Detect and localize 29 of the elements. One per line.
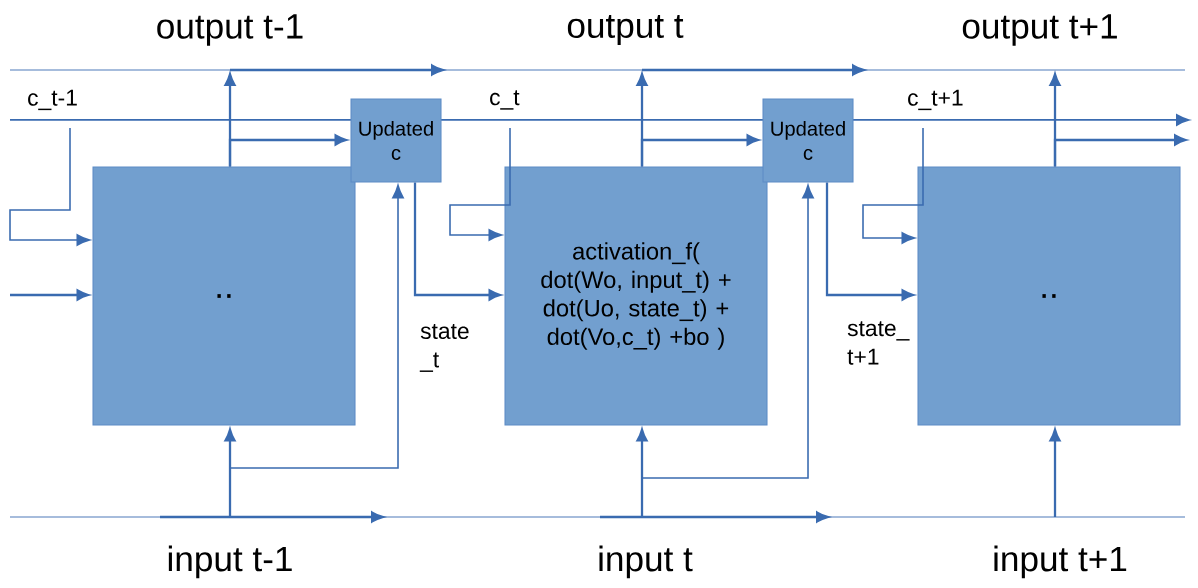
input-label: input t — [599, 545, 693, 579]
cell-state-label: c_t-1 — [28, 89, 77, 111]
output-label: output t-1 — [157, 14, 303, 46]
arrow — [9, 127, 91, 246]
arrow — [224, 428, 236, 517]
arrow — [229, 184, 404, 469]
output-label: output t+1 — [962, 14, 1117, 46]
arrow — [825, 182, 915, 301]
arrow — [641, 184, 814, 479]
input-label: input t+1 — [994, 545, 1127, 579]
arrow — [449, 127, 511, 241]
cell-state-label: c_t+1 — [908, 89, 963, 111]
cell-box: .. — [917, 166, 1181, 426]
arrow — [636, 428, 648, 517]
arrow — [1049, 428, 1061, 517]
arrow — [413, 182, 502, 301]
arrow — [10, 289, 90, 301]
cell-box: activation_f( dot(Wo, input_t) + dot(Uo, state_t) + dot(Vo,c_t) +bo ) — [504, 166, 768, 426]
input-label: input t-1 — [168, 545, 292, 579]
state-label: state _t — [419, 324, 469, 372]
cell-box: .. — [92, 166, 356, 426]
cell-state-label: c_t — [490, 90, 520, 110]
update-box: Updated c — [350, 98, 442, 183]
update-box: Updated c — [762, 98, 854, 183]
arrow — [640, 134, 760, 167]
output-label: output t — [567, 15, 684, 45]
arrow — [1053, 134, 1187, 167]
arrow — [224, 73, 236, 167]
arrow — [862, 127, 924, 244]
